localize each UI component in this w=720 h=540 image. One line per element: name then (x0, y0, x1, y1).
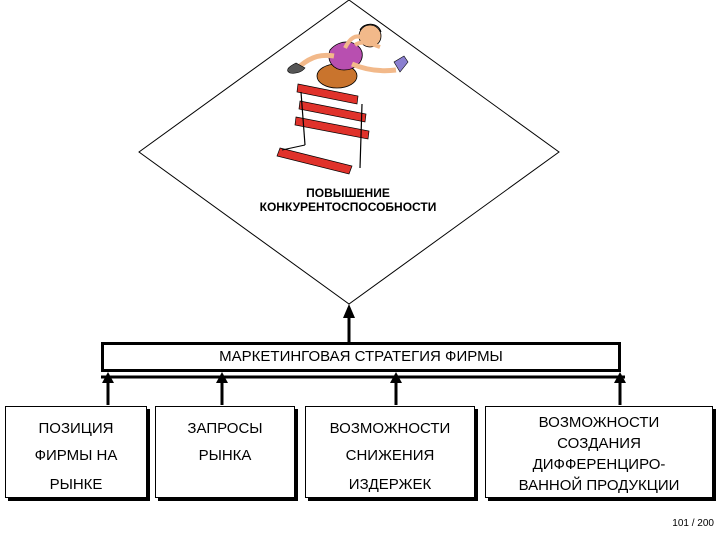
box-market-position-line-2: ФИРМЫ НА (34, 447, 118, 464)
box-cost-reduction: ВОЗМОЖНОСТИ СНИЖЕНИЯ ИЗДЕРЖЕК (305, 406, 475, 498)
box-market-demands-line-2: РЫНКА (198, 447, 252, 464)
diamond-label-line-2: КОНКУРЕНТОСПОСОБНОСТИ (259, 200, 437, 214)
marketing-strategy-box (101, 342, 621, 372)
diamond-label-line-1: ПОВЫШЕНИЕ (306, 186, 390, 200)
arrow-to-diamond-head (343, 304, 355, 318)
box-market-position-line-1: ПОЗИЦИЯ (38, 420, 114, 437)
box-arrows (102, 372, 626, 405)
box-market-demands-line-1: ЗАПРОСЫ (187, 420, 263, 437)
arrow-box-4-head (614, 372, 626, 383)
box-cost-reduction-line-1: ВОЗМОЖНОСТИ (329, 420, 451, 437)
box-differentiated-products: ВОЗМОЖНОСТИ СОЗДАНИЯ ДИФФЕРЕНЦИРО- ВАННО… (485, 406, 713, 498)
runner-icon (287, 23, 409, 89)
arrow-box-2-head (216, 372, 228, 383)
box-differentiated-products-line-4: ВАННОЙ ПРОДУКЦИИ (518, 477, 680, 494)
box-market-position-line-3: РЫНКЕ (49, 476, 103, 493)
box-cost-reduction-line-2: СНИЖЕНИЯ (345, 447, 435, 464)
box-market-demands: ЗАПРОСЫ РЫНКА (155, 406, 295, 498)
box-differentiated-products-line-3: ДИФФЕРЕНЦИРО- (532, 456, 666, 473)
hurdle-icon (276, 83, 370, 175)
hurdle-runner-icon (276, 23, 409, 175)
diamond-label: ПОВЫШЕНИЕ КОНКУРЕНТОСПОСОБНОСТИ (200, 186, 496, 214)
box-differentiated-products-line-1: ВОЗМОЖНОСТИ (538, 414, 660, 431)
box-market-position: ПОЗИЦИЯ ФИРМЫ НА РЫНКЕ (5, 406, 147, 498)
arrow-box-1-head (102, 372, 114, 383)
box-cost-reduction-line-3: ИЗДЕРЖЕК (348, 476, 432, 493)
marketing-strategy-label: МАРКЕТИНГОВАЯ СТРАТЕГИЯ ФИРМЫ (219, 348, 503, 365)
page-number: 101 / 200 (672, 518, 714, 529)
box-differentiated-products-line-2: СОЗДАНИЯ (557, 435, 641, 452)
arrow-box-3-head (390, 372, 402, 383)
